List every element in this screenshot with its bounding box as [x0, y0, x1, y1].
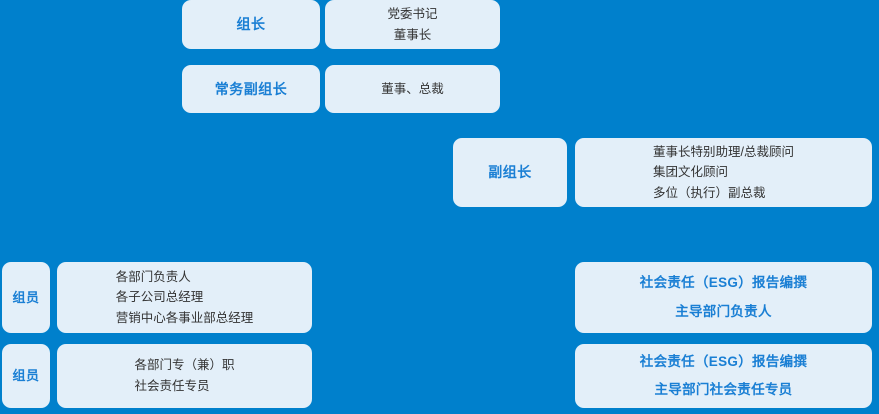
detail-card-member-2[interactable]: 各部门专（兼）职 社会责任专员 — [57, 344, 312, 408]
esg-line: 社会责任（ESG）报告编撰 — [639, 275, 808, 291]
detail-list-member-2: 各部门专（兼）职 社会责任专员 — [134, 355, 234, 396]
esg-list-lead-department-officer: 社会责任（ESG）报告编撰 主导部门社会责任专员 — [640, 348, 807, 405]
detail-list-member-1: 各部门负责人 各子公司总经理 营销中心各事业部总经理 — [116, 267, 254, 329]
detail-line: 各部门专（兼）职 — [134, 358, 235, 373]
esg-list-lead-department-head: 社会责任（ESG）报告编撰 主导部门负责人 — [640, 269, 807, 326]
detail-list-leader: 党委书记 董事长 — [387, 4, 437, 45]
esg-line: 主导部门社会责任专员 — [654, 382, 793, 397]
role-card-member-2[interactable]: 组员 — [2, 344, 50, 408]
role-label-deputy-leader: 副组长 — [488, 164, 532, 180]
detail-line: 多位（执行）副总裁 — [653, 185, 766, 200]
role-card-leader[interactable]: 组长 — [182, 0, 320, 49]
detail-list-deputy-leader: 董事长特别助理/总裁顾问 集团文化顾问 多位（执行）副总裁 — [653, 142, 794, 204]
esg-line: 社会责任（ESG）报告编撰 — [639, 353, 808, 369]
detail-line: 各部门负责人 — [115, 269, 191, 284]
detail-card-executive-deputy-leader[interactable]: 董事、总裁 — [325, 65, 500, 113]
detail-card-deputy-leader[interactable]: 董事长特别助理/总裁顾问 集团文化顾问 多位（执行）副总裁 — [575, 138, 872, 207]
esg-line: 主导部门负责人 — [675, 303, 772, 319]
detail-line: 董事、总裁 — [381, 81, 444, 96]
detail-line: 各子公司总经理 — [115, 290, 204, 305]
role-card-member-1[interactable]: 组员 — [2, 262, 50, 333]
detail-card-member-1[interactable]: 各部门负责人 各子公司总经理 营销中心各事业部总经理 — [57, 262, 312, 333]
detail-line: 社会责任专员 — [134, 379, 210, 393]
esg-card-lead-department-head[interactable]: 社会责任（ESG）报告编撰 主导部门负责人 — [575, 262, 872, 333]
esg-card-lead-department-officer[interactable]: 社会责任（ESG）报告编撰 主导部门社会责任专员 — [575, 344, 872, 408]
role-label-member-2: 组员 — [12, 368, 40, 384]
detail-list-executive-deputy-leader: 董事、总裁 — [381, 79, 444, 100]
detail-line: 营销中心各事业部总经理 — [115, 310, 254, 325]
detail-line: 董事长 — [393, 27, 432, 42]
detail-line: 集团文化顾问 — [653, 165, 729, 180]
role-card-executive-deputy-leader[interactable]: 常务副组长 — [182, 65, 320, 113]
role-card-deputy-leader[interactable]: 副组长 — [453, 138, 567, 207]
detail-card-leader[interactable]: 党委书记 董事长 — [325, 0, 500, 49]
role-label-member-1: 组员 — [12, 289, 40, 305]
role-label-executive-deputy-leader: 常务副组长 — [214, 80, 288, 97]
role-label-leader: 组长 — [236, 16, 266, 32]
detail-line: 董事长特别助理/总裁顾问 — [653, 144, 794, 159]
detail-line: 党委书记 — [387, 6, 438, 21]
